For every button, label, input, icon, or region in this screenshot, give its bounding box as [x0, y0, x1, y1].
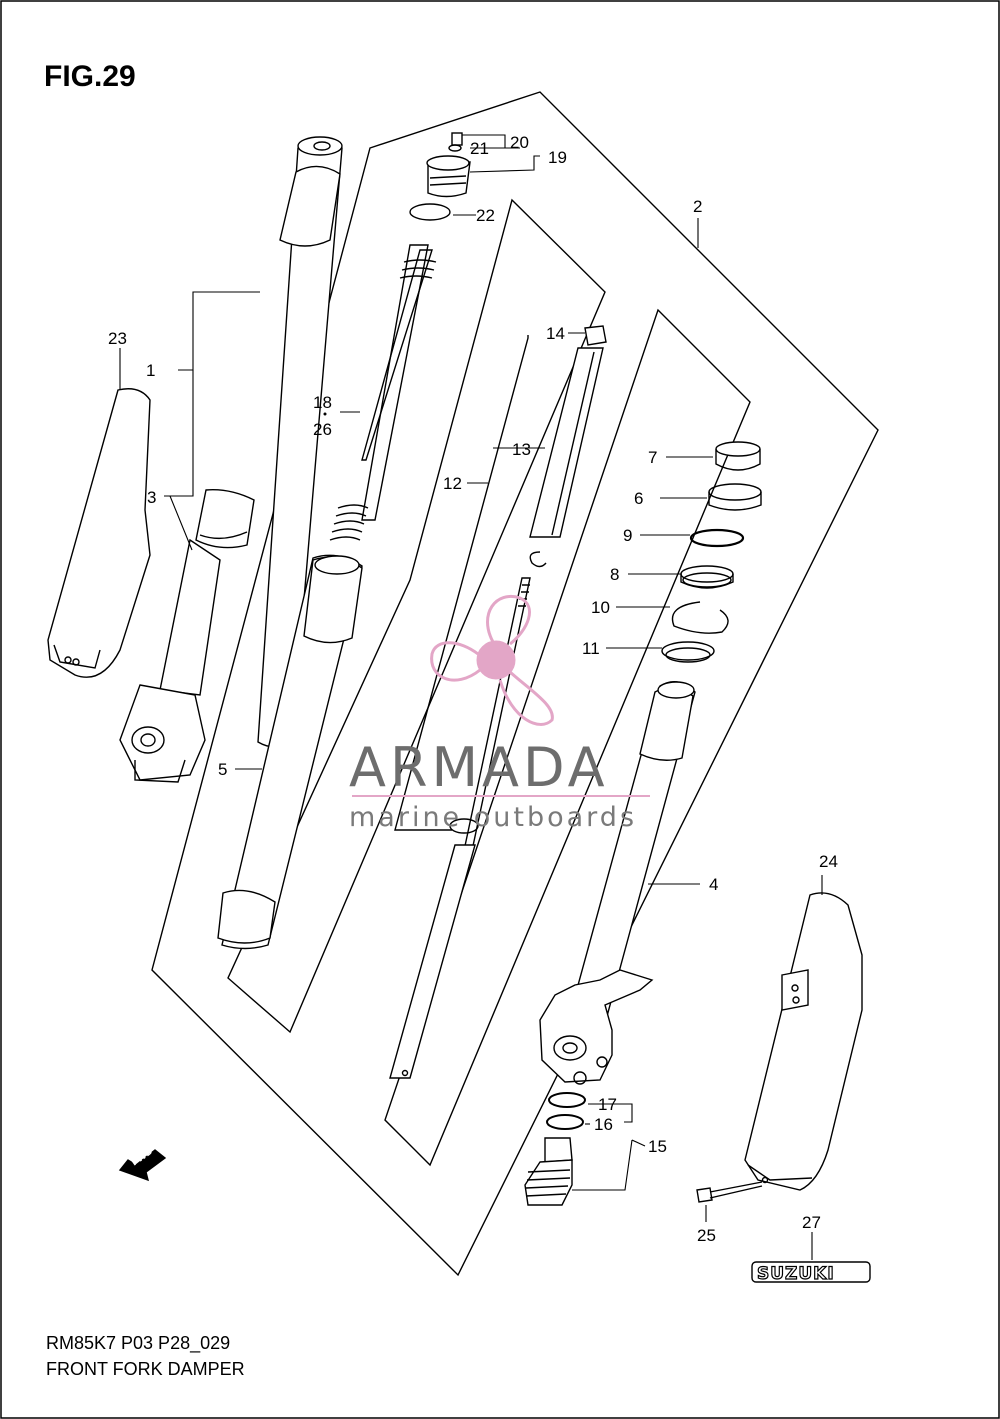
part-group-outline-5	[227, 198, 606, 1034]
callout-22: 22	[476, 206, 495, 225]
callout-separator-dot	[323, 412, 327, 416]
part-group-outline-2	[151, 91, 879, 1277]
callout-25: 25	[697, 1226, 716, 1245]
part-group-outline-12	[394, 335, 529, 831]
watermark-brand: ARMADA	[349, 736, 609, 799]
callout-15: 15	[648, 1137, 667, 1156]
callout-14: 14	[546, 324, 565, 343]
callout-11: 11	[582, 639, 600, 658]
figure-title: FIG.29	[44, 60, 136, 93]
cap-bolt-part-19	[426, 132, 471, 198]
screw-part-25	[696, 1181, 763, 1203]
armada-watermark: ARMADA marine outboards	[349, 595, 650, 833]
part-group-outline-4	[384, 308, 751, 1167]
bottom-valve-part-15	[524, 1137, 573, 1206]
bushing-part-6	[708, 483, 762, 511]
oil-seal-part-8	[680, 565, 734, 589]
inner-tube-part-5	[217, 554, 363, 950]
o-ring-part-16	[546, 1114, 584, 1130]
cylinder-part-13	[529, 347, 604, 538]
diagram-caption: FRONT FORK DAMPER	[46, 1359, 245, 1379]
fork-guard-right-part-24	[744, 892, 863, 1191]
callout-26: 26	[313, 420, 332, 439]
callout-numbers: 1 2 3 4 5 6 7 8 9 10 11 12 13 14 15 16 1…	[108, 133, 838, 1245]
callout-2: 2	[693, 197, 702, 216]
callout-13: 13	[512, 440, 531, 459]
model-code: RM85K7 P03 P28_029	[46, 1333, 231, 1353]
logo-blade-top	[486, 595, 531, 646]
callout-19: 19	[548, 148, 567, 167]
callout-10: 10	[591, 598, 610, 617]
fork-guard-left-part-23	[47, 388, 151, 678]
o-ring-part-22	[409, 203, 451, 221]
callout-9: 9	[623, 526, 632, 545]
callout-18: 18	[313, 393, 332, 412]
callout-12: 12	[443, 474, 462, 493]
callout-1: 1	[146, 361, 155, 380]
stopper-ring-part-10	[671, 601, 729, 634]
logo-hub	[476, 640, 516, 680]
outer-tube-part-4	[539, 680, 696, 1085]
bushing-part-7	[715, 441, 761, 471]
suzuki-emblem-part-27: SUZUKI	[751, 1261, 871, 1285]
damper-rod-part-18	[329, 244, 437, 541]
dust-seal-part-11	[661, 641, 715, 663]
callout-7: 7	[648, 448, 657, 467]
callout-16: 16	[594, 1115, 613, 1134]
callout-leader-lines	[119, 134, 823, 1260]
callout-20: 20	[510, 133, 529, 152]
callout-24: 24	[819, 852, 838, 871]
damper-tube-part-12	[389, 577, 531, 1079]
outer-tube-part-1	[119, 136, 343, 783]
o-ring-part-17	[548, 1092, 586, 1108]
washer-part-9	[689, 528, 745, 548]
callout-3: 3	[147, 488, 156, 507]
callout-21: 21	[470, 139, 489, 158]
nut-part-14	[584, 325, 607, 346]
circlip	[529, 551, 547, 568]
forward-arrow-icon	[118, 1149, 167, 1182]
logo-blade-right	[498, 670, 554, 726]
emblem-text: SUZUKI	[757, 1264, 835, 1284]
callout-4: 4	[709, 875, 718, 894]
callout-23: 23	[108, 329, 127, 348]
callout-27: 27	[802, 1213, 821, 1232]
armada-logo-icon	[430, 595, 554, 726]
logo-blade-left	[430, 641, 481, 682]
callout-8: 8	[610, 565, 619, 584]
callout-17: 17	[598, 1095, 617, 1114]
callout-5: 5	[218, 760, 227, 779]
callout-6: 6	[634, 489, 643, 508]
watermark-tagline: marine outboards	[349, 802, 637, 833]
